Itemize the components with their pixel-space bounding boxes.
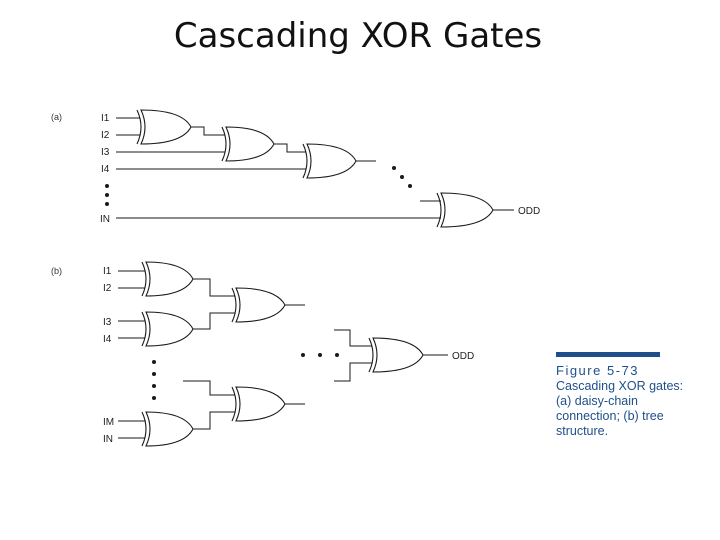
figure-caption-text: Cascading XOR gates: (a) daisy-chain con…	[556, 379, 684, 438]
panel-a-label: (a)	[51, 112, 62, 122]
caption-accent-bar	[556, 352, 660, 357]
panel-b-input-im: IM	[103, 417, 114, 428]
panel-a-xor-gate-1	[116, 109, 225, 145]
panel-a-input-i3: I3	[101, 147, 110, 158]
panel-b-input-in: IN	[103, 434, 113, 445]
panel-a-xor-gate-3	[116, 143, 376, 179]
panel-b-xor-gate-1	[118, 261, 235, 297]
panel-a-xor-gate-2	[116, 126, 306, 162]
panel-b-xor-gate-3	[231, 287, 305, 323]
panel-a-xor-gate-last	[116, 192, 514, 228]
panel-a-input-i2: I2	[101, 130, 110, 141]
panel-a-input-in: IN	[100, 214, 110, 225]
panel-b-input-i3: I3	[103, 317, 112, 328]
figure-number: Figure 5-73	[556, 363, 639, 378]
panel-b-dots-vertical	[152, 360, 156, 400]
panel-a-input-i4: I4	[101, 164, 110, 175]
panel-b-xor-gate-2	[118, 311, 235, 347]
panel-a-dots	[105, 184, 109, 206]
figure-caption: Figure 5-73 Cascading XOR gates: (a) dai…	[556, 352, 683, 439]
panel-b-input-i4: I4	[103, 334, 112, 345]
panel-b-xor-gate-5	[183, 380, 305, 422]
panel-b-xor-gate-4	[118, 411, 235, 447]
panel-b-output-odd: ODD	[452, 351, 474, 362]
panel-a-output-odd: ODD	[518, 206, 540, 217]
panel-a-chain-dots	[392, 166, 412, 188]
panel-b-input-i2: I2	[103, 283, 112, 294]
panel-b-xor-gate-final	[334, 329, 448, 382]
panel-a-input-i1: I1	[101, 113, 110, 124]
slide-title: Cascading XOR Gates	[173, 16, 543, 56]
panel-b-dots-horizontal	[301, 353, 339, 357]
panel-b-input-i1: I1	[103, 266, 112, 277]
panel-b-label: (b)	[51, 266, 62, 276]
